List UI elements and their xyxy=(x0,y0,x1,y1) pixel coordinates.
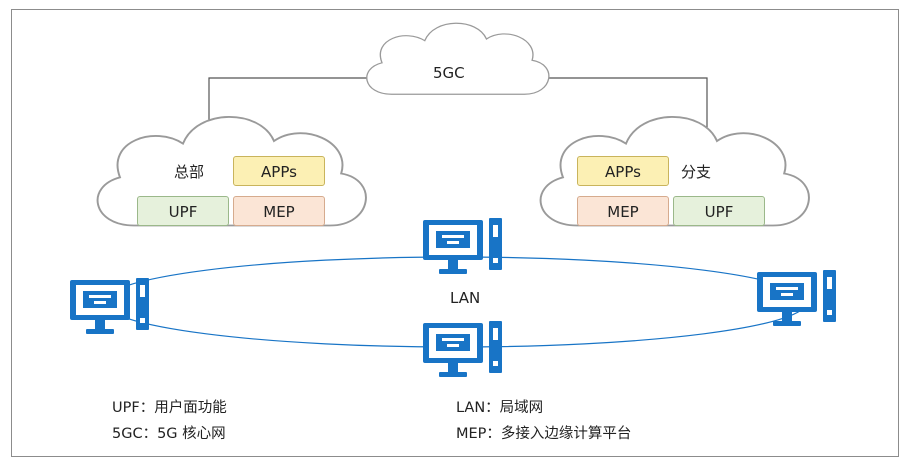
core-cloud-icon xyxy=(366,22,550,95)
computer-icon-bottom xyxy=(423,321,502,377)
hq-mep-box: MEP xyxy=(233,196,325,226)
lan-label: LAN xyxy=(450,289,481,307)
branch-apps-box: APPs xyxy=(577,156,669,186)
branch-upf-box: UPF xyxy=(673,196,765,226)
branch-mep-box: MEP xyxy=(577,196,669,226)
computer-icon-right xyxy=(757,270,836,326)
link-core-branch xyxy=(530,77,708,128)
hq-apps-box: APPs xyxy=(233,156,325,186)
core-label: 5GC xyxy=(433,64,465,82)
computer-icon-top xyxy=(423,218,502,274)
legend-lan: LAN：局域网 xyxy=(456,400,544,416)
legend-5gc: 5GC：5G 核心网 xyxy=(112,426,226,442)
branch-label: 分支 xyxy=(681,163,712,181)
legend-upf: UPF：用户面功能 xyxy=(112,400,227,416)
link-core-hq xyxy=(208,77,392,128)
hq-upf-box: UPF xyxy=(137,196,229,226)
hq-label: 总部 xyxy=(174,163,205,181)
legend-mep: MEP：多接入边缘计算平台 xyxy=(456,426,632,442)
computer-icon-left xyxy=(70,278,149,334)
